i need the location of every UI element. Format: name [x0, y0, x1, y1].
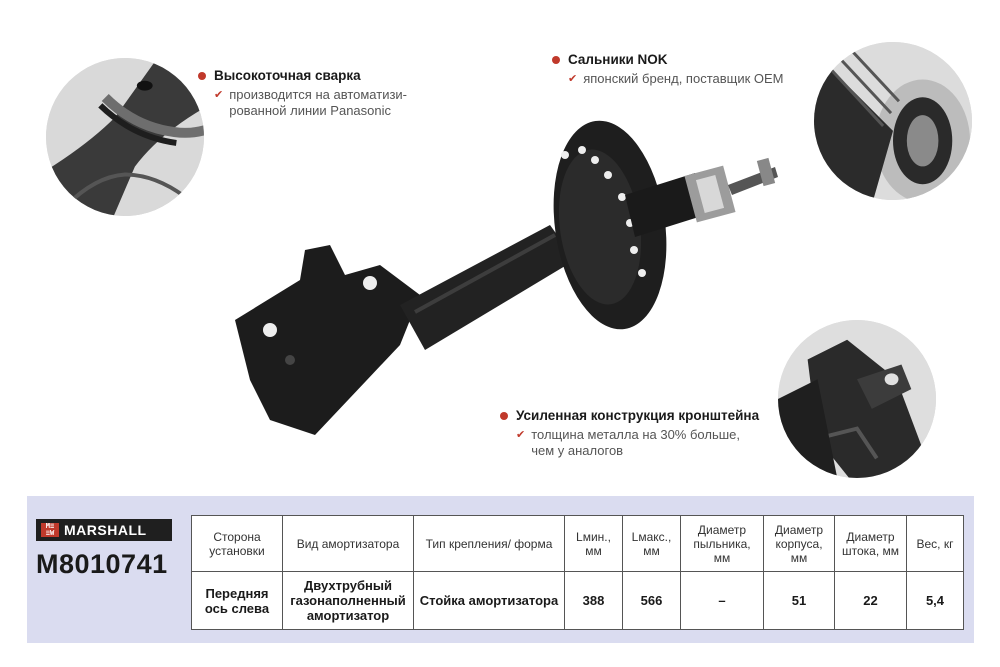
brand-block: M≡ ≡W MARSHALL M8010741 [36, 519, 181, 580]
specs-header-cell: Lмин., мм [564, 515, 623, 572]
specs-header-cell: Диаметр корпуса, мм [763, 515, 835, 572]
specs-header-cell: Диаметр пыльника, мм [680, 515, 764, 572]
specs-value-cell: 51 [763, 571, 835, 630]
logo-mark-icon: M≡ ≡W [41, 523, 59, 537]
check-icon: ✔ [568, 73, 578, 85]
seal-detail-image [814, 42, 972, 200]
specs-value-cell: Двухтрубный газонаполненный амортизатор [282, 571, 414, 630]
callout-weld-line-1: производится на автоматизи- [229, 87, 408, 102]
callout-weld: Высокоточная сварка ✔ производится на ав… [198, 68, 407, 119]
specs-header-cell: Диаметр штока, мм [834, 515, 907, 572]
specs-value-cell: Стойка амортизатора [413, 571, 565, 630]
specs-header-row: Сторона установки Вид амортизатора Тип к… [191, 515, 964, 572]
callout-seal-title: Сальники NOK [568, 52, 668, 67]
specs-header-cell: Lмакс., мм [622, 515, 681, 572]
shock-absorber-image [230, 115, 790, 445]
red-dot-icon [198, 71, 206, 80]
specs-value-cell: Передняя ось слева [191, 571, 283, 630]
bracket-detail-image [778, 320, 936, 478]
callout-bracket-line-1: толщина металла на 30% больше, [531, 427, 740, 442]
weld-detail-image [46, 58, 204, 216]
callout-seal-line-1: японский бренд, поставщик OEM [583, 71, 784, 86]
callout-bracket-title: Усиленная конструкция кронштейна [516, 408, 760, 423]
specs-value-row: Передняя ось слева Двухтрубный газонапол… [191, 571, 964, 630]
specs-header-cell: Сторона установки [191, 515, 283, 572]
specs-value-cell: 566 [622, 571, 681, 630]
callout-weld-line-2: рованной линии Panasonic [229, 103, 392, 118]
marshall-logo: M≡ ≡W MARSHALL [36, 519, 172, 541]
callout-weld-title: Высокоточная сварка [214, 68, 361, 83]
part-number: M8010741 [36, 549, 168, 579]
specs-table: Сторона установки Вид амортизатора Тип к… [191, 515, 964, 630]
product-stage: Высокоточная сварка ✔ производится на ав… [46, 42, 972, 478]
specs-header-cell: Вес, кг [906, 515, 964, 572]
specs-value-cell: 388 [564, 571, 623, 630]
red-dot-icon [500, 411, 508, 420]
specs-value-cell: 5,4 [906, 571, 964, 630]
callout-seal: Сальники NOK ✔ японский бренд, поставщик… [552, 52, 784, 87]
callout-bracket-line-2: чем у аналогов [531, 443, 624, 458]
callout-bracket: Усиленная конструкция кронштейна ✔ толщи… [500, 408, 759, 459]
specs-value-cell: – [680, 571, 764, 630]
check-icon: ✔ [516, 429, 526, 441]
specs-value-cell: 22 [834, 571, 907, 630]
red-dot-icon [552, 55, 560, 64]
specs-header-cell: Вид амортизатора [282, 515, 414, 572]
brand-name: MARSHALL [64, 522, 147, 538]
check-icon: ✔ [214, 89, 224, 101]
specs-header-cell: Тип крепления/ форма [413, 515, 565, 572]
